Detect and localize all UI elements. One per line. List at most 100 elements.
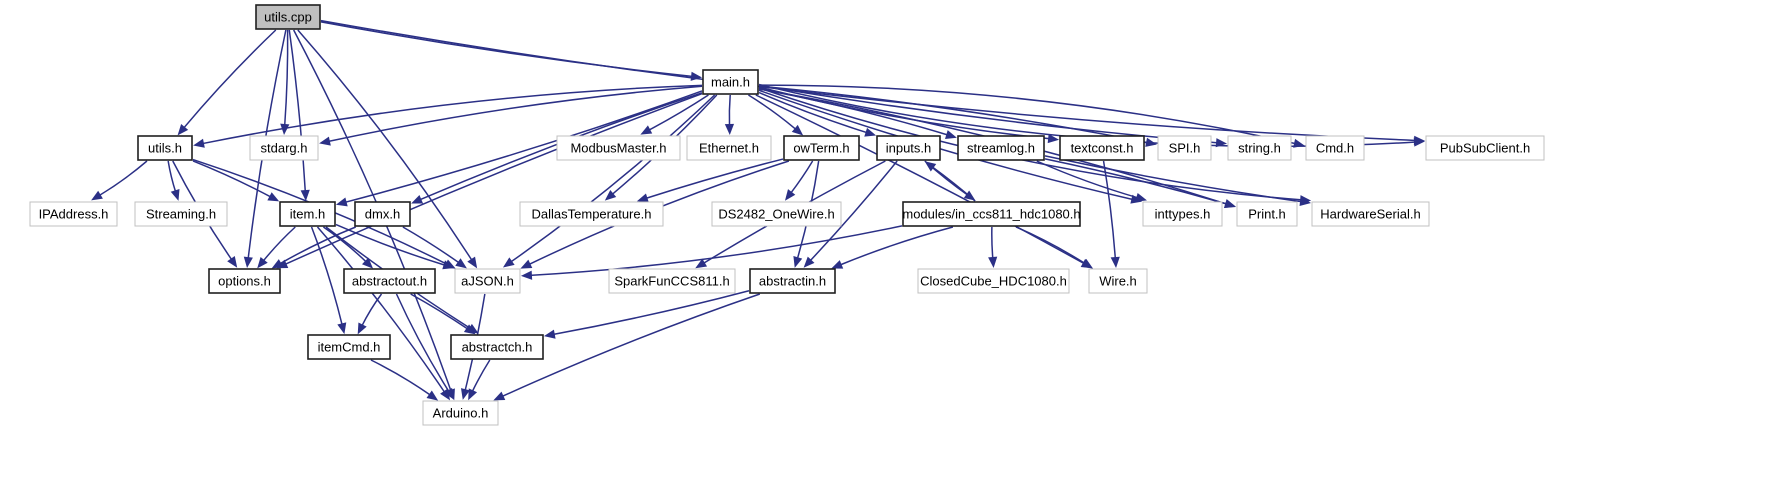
node-box-abstractin_h[interactable] bbox=[749, 268, 836, 294]
arrowhead-utils_h-to-options_h bbox=[227, 256, 238, 268]
node-box-SPI_h[interactable] bbox=[1157, 135, 1212, 161]
node-abstractin_h[interactable]: abstractin.h bbox=[749, 268, 836, 294]
node-box-stdarg_h[interactable] bbox=[249, 135, 319, 161]
node-stdarg_h[interactable]: stdarg.h bbox=[249, 135, 319, 161]
node-box-aJSON_h[interactable] bbox=[454, 268, 521, 294]
node-aJSON_h[interactable]: aJSON.h bbox=[454, 268, 521, 294]
node-box-Wire_h[interactable] bbox=[1088, 268, 1148, 294]
node-inputs_h[interactable]: inputs.h bbox=[876, 135, 941, 161]
node-Wire_h[interactable]: Wire.h bbox=[1088, 268, 1148, 294]
node-IPAddress_h[interactable]: IPAddress.h bbox=[29, 201, 118, 227]
node-HardwareSerial_h[interactable]: HardwareSerial.h bbox=[1311, 201, 1430, 227]
node-box-textconst_h[interactable] bbox=[1059, 135, 1145, 161]
node-item_h[interactable]: item.h bbox=[279, 201, 336, 227]
node-box-DS2482_OneWire_h[interactable] bbox=[711, 201, 842, 227]
arrowhead-main_h-to-DallasTemperature_h bbox=[604, 189, 617, 201]
arrowhead-main_h-to-Ethernet_h bbox=[724, 123, 735, 135]
edge-abstractout_h-to-Arduino_h bbox=[395, 293, 450, 393]
edge-main_h-to-item_h bbox=[344, 90, 703, 204]
node-box-Cmd_h[interactable] bbox=[1305, 135, 1365, 161]
node-ModbusMaster_h[interactable]: ModbusMaster.h bbox=[556, 135, 681, 161]
node-SPI_h[interactable]: SPI.h bbox=[1157, 135, 1212, 161]
node-box-main_h[interactable] bbox=[702, 69, 759, 95]
node-box-itemCmd_h[interactable] bbox=[307, 334, 391, 360]
node-textconst_h[interactable]: textconst.h bbox=[1059, 135, 1145, 161]
node-box-Arduino_h[interactable] bbox=[422, 400, 499, 426]
node-utils_cpp[interactable]: utils.cpp bbox=[255, 4, 321, 30]
node-string_h[interactable]: string.h bbox=[1227, 135, 1292, 161]
node-owTerm_h[interactable]: owTerm.h bbox=[783, 135, 860, 161]
node-box-utils_cpp[interactable] bbox=[255, 4, 321, 30]
node-main_h[interactable]: main.h bbox=[702, 69, 759, 95]
node-box-ModbusMaster_h[interactable] bbox=[556, 135, 681, 161]
node-box-inttypes_h[interactable] bbox=[1142, 201, 1223, 227]
arrowhead-main_h-to-streamlog_h bbox=[945, 130, 957, 139]
node-box-ClosedCube_HDC1080_h[interactable] bbox=[917, 268, 1070, 294]
node-box-options_h[interactable] bbox=[208, 268, 281, 294]
arrowhead-main_h-to-stdarg_h bbox=[319, 136, 331, 146]
node-inttypes_h[interactable]: inttypes.h bbox=[1142, 201, 1223, 227]
edge-streamlog_h-to-inttypes_h bbox=[1036, 160, 1139, 199]
edge-item_h-to-itemCmd_h bbox=[310, 226, 343, 326]
node-box-HardwareSerial_h[interactable] bbox=[1311, 201, 1430, 227]
node-box-inputs_h[interactable] bbox=[876, 135, 941, 161]
edge-owTerm_h-to-DallasTemperature_h bbox=[645, 158, 784, 200]
node-modules_in_h[interactable]: modules/in_ccs811_hdc1080.h bbox=[902, 201, 1081, 227]
node-box-dmx_h[interactable] bbox=[354, 201, 411, 227]
node-box-PubSubClient_h[interactable] bbox=[1425, 135, 1545, 161]
edge-utils_h-to-Streaming_h bbox=[167, 160, 177, 193]
arrowhead-main_h-to-dmx_h bbox=[411, 194, 424, 204]
edge-main_h-to-Ethernet_h bbox=[728, 94, 731, 127]
arrowhead-main_h-to-aJSON_h bbox=[502, 257, 515, 268]
node-box-abstractout_h[interactable] bbox=[343, 268, 436, 294]
node-label-inputs_h: inputs.h bbox=[886, 140, 932, 155]
node-box-IPAddress_h[interactable] bbox=[29, 201, 118, 227]
node-box-modules_in_h[interactable] bbox=[902, 201, 1081, 227]
node-box-utils_h[interactable] bbox=[137, 135, 193, 161]
node-abstractout_h[interactable]: abstractout.h bbox=[343, 268, 436, 294]
node-streamlog_h[interactable]: streamlog.h bbox=[957, 135, 1045, 161]
edge-modules_in_h-to-aJSON_h bbox=[529, 225, 903, 277]
arrowhead-streamlog_h-to-inttypes_h bbox=[1135, 192, 1147, 202]
node-DS2482_OneWire_h[interactable]: DS2482_OneWire.h bbox=[711, 201, 842, 227]
node-utils_h[interactable]: utils.h bbox=[137, 135, 193, 161]
node-dmx_h[interactable]: dmx.h bbox=[354, 201, 411, 227]
node-itemCmd_h[interactable]: itemCmd.h bbox=[307, 334, 391, 360]
node-SparkFunCCS811_h[interactable]: SparkFunCCS811.h bbox=[608, 268, 736, 294]
nodes-layer: utils.cpp main.h utils.h stdarg.h ModbusMast… bbox=[29, 4, 1545, 426]
node-abstractch_h[interactable]: abstractch.h bbox=[450, 334, 544, 360]
node-box-owTerm_h[interactable] bbox=[783, 135, 860, 161]
arrowhead-utils_cpp-to-aJSON_h bbox=[467, 256, 478, 269]
node-DallasTemperature_h[interactable]: DallasTemperature.h bbox=[519, 201, 664, 227]
edge-abstractout_h-to-itemCmd_h bbox=[361, 293, 383, 327]
node-box-Streaming_h[interactable] bbox=[134, 201, 228, 227]
node-label-abstractch_h: abstractch.h bbox=[462, 339, 533, 354]
node-box-Print_h[interactable] bbox=[1236, 201, 1298, 227]
node-PubSubClient_h[interactable]: PubSubClient.h bbox=[1425, 135, 1545, 161]
arrowhead-main_h-to-ModbusMaster_h bbox=[640, 125, 653, 135]
arrowhead-owTerm_h-to-aJSON_h bbox=[520, 259, 533, 269]
node-Arduino_h[interactable]: Arduino.h bbox=[422, 400, 499, 426]
node-box-string_h[interactable] bbox=[1227, 135, 1292, 161]
node-box-DallasTemperature_h[interactable] bbox=[519, 201, 664, 227]
arrowhead-main_h-to-owTerm_h bbox=[791, 124, 804, 136]
arrowhead-itemCmd_h-to-Arduino_h bbox=[426, 390, 439, 401]
node-options_h[interactable]: options.h bbox=[208, 268, 281, 294]
arrowhead-main_h-to-utils_h bbox=[193, 138, 205, 148]
node-Cmd_h[interactable]: Cmd.h bbox=[1305, 135, 1365, 161]
node-box-item_h[interactable] bbox=[279, 201, 336, 227]
node-box-abstractch_h[interactable] bbox=[450, 334, 544, 360]
node-box-Ethernet_h[interactable] bbox=[686, 135, 772, 161]
node-label-options_h: options.h bbox=[218, 273, 271, 288]
node-box-SparkFunCCS811_h[interactable] bbox=[608, 268, 736, 294]
node-Ethernet_h[interactable]: Ethernet.h bbox=[686, 135, 772, 161]
node-box-streamlog_h[interactable] bbox=[957, 135, 1045, 161]
node-label-stdarg_h: stdarg.h bbox=[261, 140, 308, 155]
node-ClosedCube_HDC1080_h[interactable]: ClosedCube_HDC1080.h bbox=[917, 268, 1070, 294]
edge-utils_cpp-to-utils_h bbox=[182, 29, 277, 129]
node-Streaming_h[interactable]: Streaming.h bbox=[134, 201, 228, 227]
arrowhead-item_h-to-aJSON_h bbox=[442, 260, 455, 270]
node-label-streamlog_h: streamlog.h bbox=[967, 140, 1035, 155]
arrowhead-abstractout_h-to-abstractch_h bbox=[463, 324, 476, 335]
node-Print_h[interactable]: Print.h bbox=[1236, 201, 1298, 227]
